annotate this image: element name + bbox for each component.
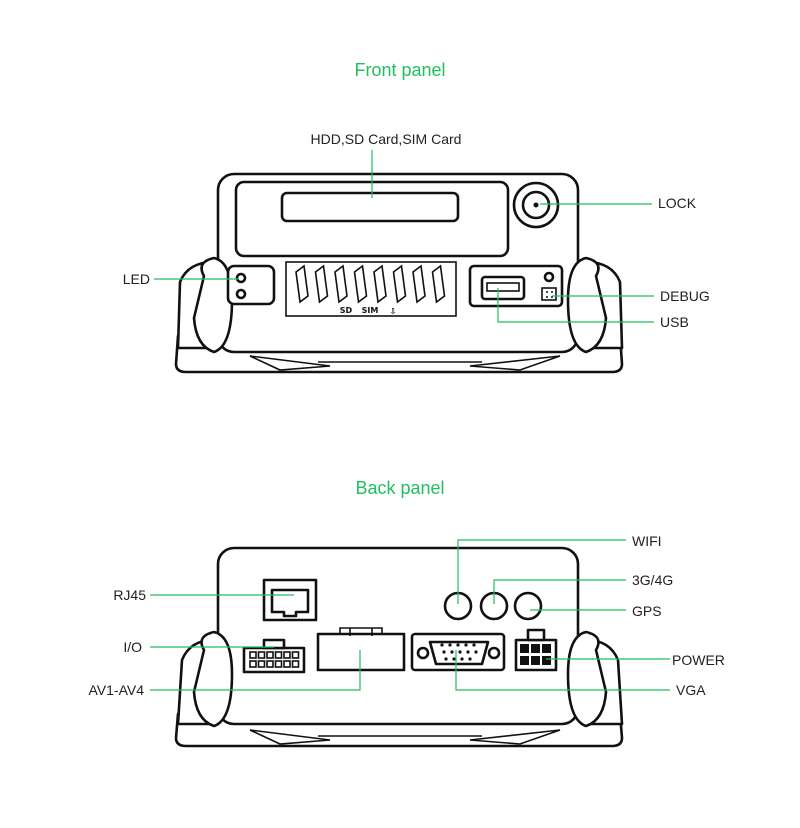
wifi-leader	[457, 539, 626, 604]
vga-leader	[455, 650, 670, 691]
vga-pin	[440, 643, 444, 647]
power-pin	[542, 656, 551, 665]
wifi-label: WIFI	[632, 533, 662, 549]
vga-pin	[452, 657, 456, 661]
vga-pin	[450, 650, 454, 654]
3g4g-label: 3G/4G	[632, 572, 673, 588]
vent-slat	[431, 264, 446, 304]
io-pin	[283, 651, 291, 659]
vga-pin	[442, 650, 446, 654]
rj45-label: RJ45	[113, 587, 146, 603]
av-label: AV1-AV4	[88, 682, 144, 698]
io-pin	[283, 660, 291, 668]
io-pin	[274, 651, 283, 659]
vent-slat	[353, 264, 368, 304]
power-pin	[520, 656, 529, 665]
io-pin	[291, 660, 300, 668]
vent-slat	[373, 264, 387, 304]
usb-leader	[497, 288, 654, 323]
io-pin	[291, 651, 300, 659]
power-pin	[542, 644, 551, 653]
power-pin	[520, 644, 529, 653]
power-label: POWER	[672, 652, 725, 668]
power-pin	[531, 644, 540, 653]
vga-pin	[468, 657, 472, 661]
vent-slat	[412, 264, 426, 304]
vga-pin	[472, 643, 476, 647]
eject-arrow-marking: ⇩	[390, 307, 397, 316]
power-pin	[531, 656, 540, 665]
vga-pin	[456, 643, 460, 647]
vent-slat	[295, 264, 309, 304]
3g4g-leader	[493, 579, 626, 604]
io-pin	[249, 651, 257, 659]
io-pin	[266, 651, 274, 659]
front-panel-heading: Front panel	[354, 60, 445, 80]
vga-pin	[466, 650, 470, 654]
io-pin	[274, 660, 283, 668]
vga-pin	[460, 657, 464, 661]
sim-slot-marking: SIM	[362, 306, 379, 315]
back-device-drawing	[174, 546, 624, 748]
vga-pin	[444, 657, 448, 661]
sd-slot-marking: SD	[340, 306, 353, 315]
led-label: LED	[123, 271, 150, 287]
vga-pin	[448, 643, 452, 647]
gps-label: GPS	[632, 603, 662, 619]
io-pin	[249, 660, 257, 668]
io-pin	[257, 651, 266, 659]
io-pin	[266, 660, 274, 668]
vga-pin	[458, 650, 462, 654]
io-pin	[257, 660, 266, 668]
vent-slat	[334, 264, 348, 304]
io-label: I/O	[123, 639, 142, 655]
vga-pin	[474, 650, 478, 654]
lock-label: LOCK	[658, 195, 697, 211]
debug-label: DEBUG	[660, 288, 710, 304]
vent-slat	[392, 264, 407, 304]
storage-label: HDD,SD Card,SIM Card	[311, 131, 462, 147]
vent-slat	[314, 264, 329, 304]
vga-label: VGA	[676, 682, 706, 698]
av-leader	[150, 650, 361, 691]
usb-label: USB	[660, 314, 689, 330]
vga-pin	[464, 643, 468, 647]
back-panel-heading: Back panel	[355, 478, 444, 498]
